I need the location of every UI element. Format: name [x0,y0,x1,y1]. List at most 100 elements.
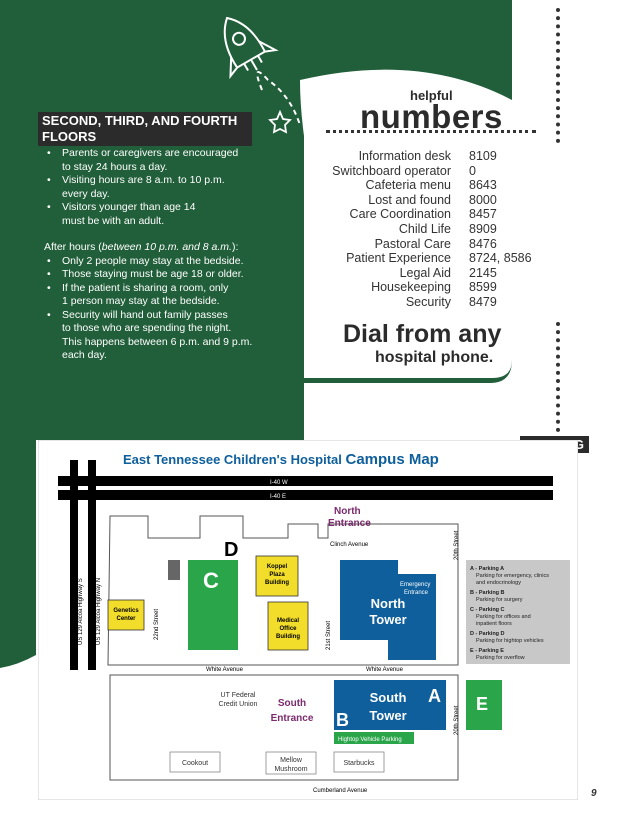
number-label: Information desk [358,149,451,163]
svg-text:Parking for hightop vehicles: Parking for hightop vehicles [476,638,544,644]
svg-text:Parking for overflow: Parking for overflow [476,655,525,661]
list-item: Parents or caregivers are encouraged [44,147,304,161]
number-value: 2145 [469,265,497,280]
parking-c [188,560,238,650]
svg-text:D - Parking D: D - Parking D [470,631,505,637]
list-item-continued: must be with an adult. [62,214,165,227]
list-item: Security will hand out family passes [44,309,304,323]
visiting-rules: Parents or caregivers are encouraged to … [44,147,304,363]
number-value: 0 [469,163,476,178]
svg-text:Parking for emergency, clinics: Parking for emergency, clinics [476,573,549,579]
number-value: 8599 [469,280,497,295]
road-label: White Avenue [366,667,404,673]
dial-subheading: hospital phone. [375,349,494,366]
hightop-parking [334,732,414,744]
list-item: Visitors younger than age 14 [44,201,304,215]
north-tower [340,560,436,660]
koppel-building [255,555,299,597]
number-label: Legal Aid [399,265,451,280]
number-label: Pastoral Care [374,236,451,251]
south-tower [334,680,446,730]
dial-heading: Dial from any [343,320,502,348]
list-item: Visiting hours are 8 a.m. to 10 p.m. [44,174,304,188]
parking-letter: A [428,686,441,706]
parking-legend [466,560,570,664]
dotted-divider-vertical [556,8,562,143]
road-label: 21st Street [326,621,332,650]
parking-letter: B [336,710,349,730]
dotted-divider [326,130,536,133]
svg-text:Medical: Medical [277,618,299,624]
svg-text:Tower: Tower [369,708,406,723]
parking-e [466,680,502,730]
numbers-title: numbers [360,98,503,135]
genetics-center [107,599,145,631]
number-label: Security [405,294,451,309]
star-icon [268,109,292,134]
parking-letter: D [224,539,238,561]
parking-letter: C [203,568,219,593]
medical-office-building [267,601,309,651]
list-item-continued: to stay 24 hours a day. [62,160,168,173]
road-label: Cumberland Avenue [313,788,368,794]
road-label: White Avenue [206,667,244,673]
list-item: Only 2 people may stay at the bedside. [44,255,304,269]
number-value: 8909 [469,221,497,236]
svg-text:Koppel: Koppel [267,564,288,570]
list-item-continued: to those who are spending the night. [62,322,232,334]
campus-map: East Tennessee Children's Hospital Campu… [38,440,578,800]
road-label: US 129 Alcoa Highway N [96,578,102,645]
number-label: Patient Experience [346,251,451,266]
list-item-continued: each day. [62,349,107,361]
parking-letter: E [476,694,488,714]
highway-label: I-40 E [270,494,286,500]
page-number: 9 [591,788,597,799]
list-item-continued: every day. [62,187,110,200]
road-label: 20th Street [454,530,460,560]
number-value: 8000 [469,192,497,207]
highway-label: I-40 W [270,480,288,486]
svg-text:Hightop Vehicle Parking: Hightop Vehicle Parking [338,737,402,743]
svg-text:and endocrinology: and endocrinology [476,580,521,586]
rocket-icon [223,16,279,80]
south-entrance-label: Entrance [271,713,314,724]
road-label: Clinch Avenue [330,542,369,548]
number-label: Switchboard operator [332,163,451,178]
svg-text:Tower: Tower [369,612,406,627]
number-label: Lost and found [368,192,451,207]
number-value: 8476 [469,236,497,251]
svg-text:Parking for surgery: Parking for surgery [476,597,523,603]
svg-text:Office: Office [279,626,297,632]
list-item: If the patient is sharing a room, only [44,282,304,296]
number-label: Child Life [398,221,451,236]
list-item-continued: 1 person may stay at the bedside. [62,295,220,307]
number-value: 8479 [469,294,497,309]
numbers-kicker: helpful [410,88,453,103]
svg-text:Building: Building [276,634,300,640]
svg-text:Starbucks: Starbucks [343,760,375,767]
road-label: 20th Street [454,705,460,735]
number-value: 8457 [469,207,497,222]
svg-text:North: North [371,596,406,611]
svg-text:Parking for offices and: Parking for offices and [476,614,531,620]
number-value: 8643 [469,178,497,193]
svg-text:Emergency: Emergency [400,582,430,588]
svg-text:Mellow: Mellow [280,757,303,764]
svg-text:A - Parking A: A - Parking A [470,566,504,572]
svg-text:Cookout: Cookout [182,760,208,767]
number-value: 8724, 8586 [469,251,532,266]
svg-text:UT Federal: UT Federal [221,692,256,699]
svg-text:Genetics: Genetics [113,608,139,614]
road-label: 22nd Street [154,609,160,640]
dotted-divider-vertical [556,322,562,432]
number-labels: Information desk Switchboard operator Ca… [300,149,451,310]
north-entrance-label: North [334,506,361,517]
list-item-continued: This happens between 6 p.m. and 9 p.m. [62,335,253,348]
road-label: US 129 Alcoa Highway S [78,578,84,645]
floors-heading-line2: FLOORS [42,129,97,144]
svg-text:Plaza: Plaza [269,572,285,578]
number-label: Housekeeping [371,280,451,295]
svg-text:Mushroom: Mushroom [274,766,307,773]
